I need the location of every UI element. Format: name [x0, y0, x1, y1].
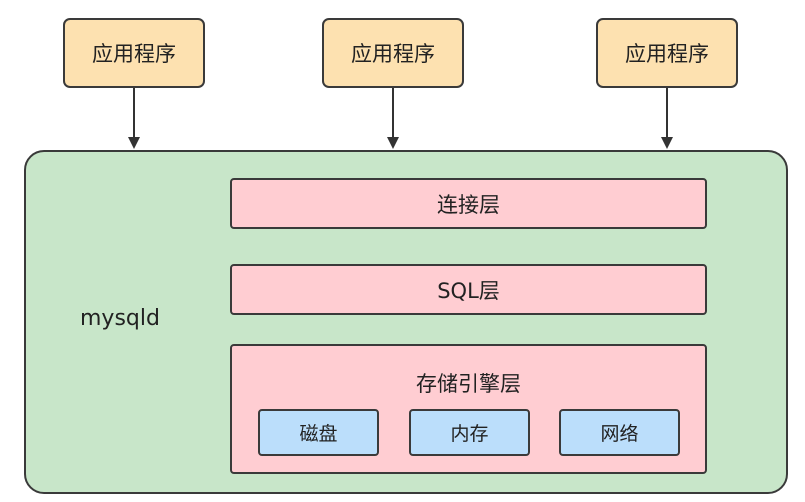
- disk-label: 磁盘: [299, 423, 338, 445]
- arrow-app2-to-mysqld: [387, 88, 399, 149]
- application-label: 应用程序: [351, 42, 435, 66]
- connection-layer: 连接层: [230, 178, 707, 229]
- application-label: 应用程序: [625, 42, 709, 66]
- network-label: 网络: [600, 423, 639, 445]
- application-node-2: 应用程序: [322, 18, 464, 88]
- arrow-app1-to-mysqld: [128, 88, 140, 149]
- storage-engine-label: 存储引擎层: [416, 372, 521, 396]
- network-node: 网络: [559, 409, 680, 456]
- mysqld-label: mysqld: [80, 306, 160, 331]
- memory-label: 内存: [450, 423, 489, 445]
- application-node-1: 应用程序: [63, 18, 205, 88]
- sql-layer: SQL层: [230, 264, 707, 315]
- arrow-app3-to-mysqld: [661, 88, 673, 149]
- memory-node: 内存: [409, 409, 530, 456]
- disk-node: 磁盘: [258, 409, 379, 456]
- application-label: 应用程序: [92, 42, 176, 66]
- connection-layer-label: 连接层: [437, 192, 500, 217]
- storage-engine-layer: 存储引擎层 磁盘 内存 网络: [230, 344, 707, 474]
- sql-layer-label: SQL层: [437, 278, 500, 303]
- application-node-3: 应用程序: [596, 18, 738, 88]
